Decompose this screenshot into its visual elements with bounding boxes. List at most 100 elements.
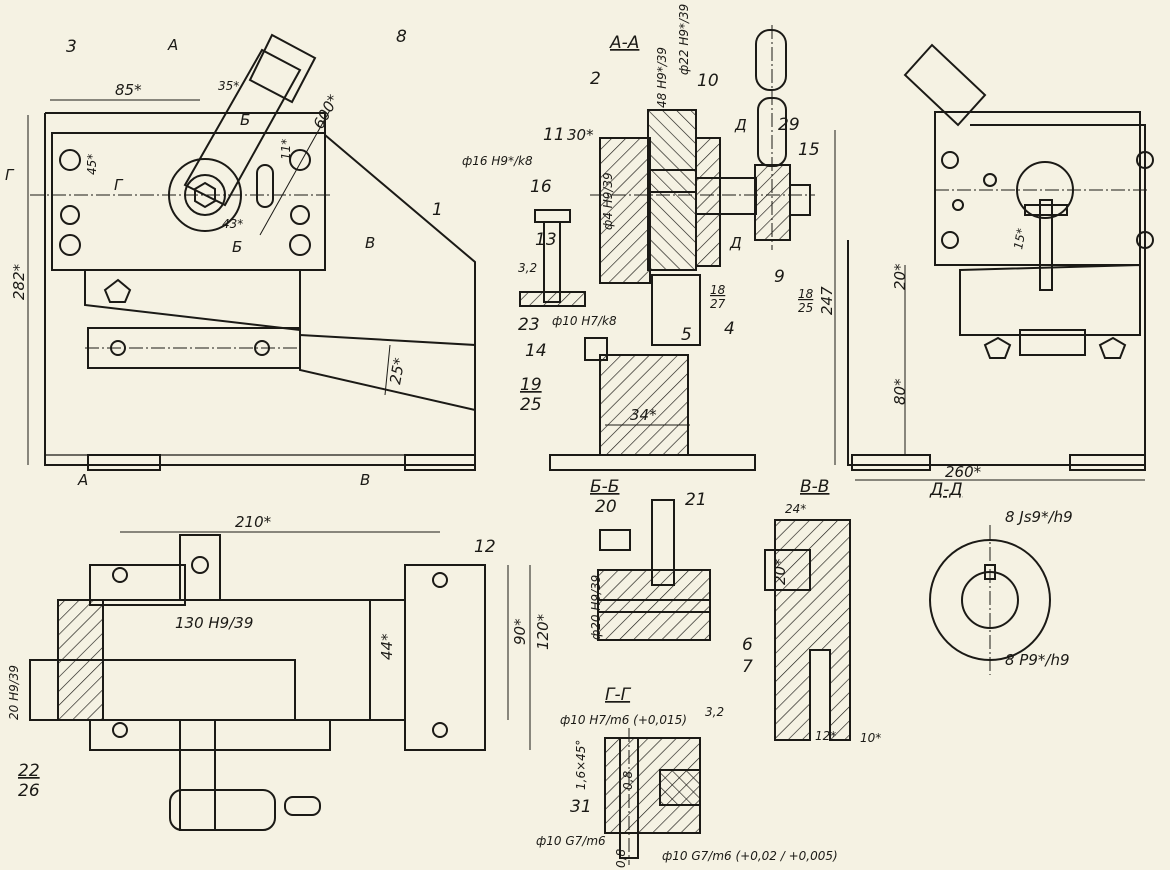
bolt-holes xyxy=(59,149,311,356)
title-d-d: Д-Д xyxy=(929,480,963,500)
part-label: 23 xyxy=(518,315,540,335)
dim-label: 8 Js9*/h9 xyxy=(1005,508,1073,526)
cut-mark: В xyxy=(360,471,370,489)
dim-label: 30* xyxy=(567,126,594,144)
dim-label: 44* xyxy=(378,633,396,660)
dim-label: ф4 H9/39 xyxy=(601,172,615,230)
part-label: 12 xyxy=(474,537,496,557)
part-label: 22 xyxy=(18,761,40,781)
part-numbers: 1 2 3 4 5 6 7 8 9 10 11 12 13 14 15 16 2… xyxy=(18,27,820,817)
base-plate xyxy=(549,454,756,471)
cut-mark: А xyxy=(167,36,178,54)
dim-label: 48 H9*/39 xyxy=(655,47,669,108)
top-view xyxy=(29,531,531,831)
part-label: 13 xyxy=(535,230,557,250)
section-d-d xyxy=(929,525,1051,675)
cut-markers: А А Б Б В В Г Г Д Д xyxy=(5,36,747,489)
dim-label: ф20 H9/39 xyxy=(589,575,603,640)
part-label: 4 xyxy=(724,319,735,339)
part-label: 26 xyxy=(18,781,40,801)
dim-label: 3,2 xyxy=(518,261,537,275)
dim-label: 24* xyxy=(785,502,806,516)
dim-label: 20 H9/39 xyxy=(7,665,21,720)
dim-label: ф10 G7/m6 xyxy=(536,834,606,848)
dim-label: ф16 H9*/k8 xyxy=(462,154,533,168)
part-label: 2 xyxy=(590,69,601,89)
dim-label: 130 H9/39 xyxy=(175,614,253,632)
dim-label: 20* xyxy=(891,263,909,290)
part-label: 14 xyxy=(525,341,547,361)
dim-label: 0,8 xyxy=(614,849,628,868)
cut-mark: Б xyxy=(240,111,250,129)
part-label: 3 xyxy=(66,37,77,57)
dim-label: 11* xyxy=(279,139,293,160)
dim-label: 1,6×45° xyxy=(574,740,588,790)
dim-label: 43* xyxy=(222,217,243,231)
part-label: 10 xyxy=(697,71,719,91)
part-label: 25 xyxy=(798,301,813,315)
part-label: 25 xyxy=(520,395,542,415)
part-label: 1 xyxy=(432,200,443,220)
cut-mark: Б xyxy=(232,238,242,256)
lower-blade xyxy=(299,333,476,412)
lever xyxy=(168,33,317,232)
dim-label: ф10 H7/m6 (+0,015) xyxy=(560,713,687,727)
lever-arm xyxy=(183,48,302,207)
dim-label: 35* xyxy=(218,79,239,93)
cut-mark: Г xyxy=(114,176,124,194)
title-b-b: Б-Б xyxy=(590,477,619,497)
base-foot-left xyxy=(87,454,161,471)
part-label: 20 xyxy=(595,497,617,517)
dim-label: 247 xyxy=(818,286,836,315)
cut-mark: Д xyxy=(729,234,742,252)
part-label: 5 xyxy=(681,325,692,345)
dim-label: 260* xyxy=(945,463,982,481)
dim-label: ф22 H9*/39 xyxy=(677,4,691,75)
part-label: 16 xyxy=(530,177,552,197)
dim-label: 15* xyxy=(1011,227,1028,250)
lever-handle xyxy=(248,33,317,104)
part-label: 29 xyxy=(778,115,800,135)
part-label: 18 xyxy=(710,283,726,297)
dim-label: 0,8 xyxy=(621,771,635,790)
dim-label: 600* xyxy=(310,91,343,132)
dim-label: 80* xyxy=(891,378,909,405)
part-label: 7 xyxy=(742,657,753,677)
section-b-b xyxy=(597,499,711,641)
dimension-lines xyxy=(27,99,391,465)
dim-label: 8 P9*/h9 xyxy=(1005,651,1070,669)
section-titles: А-А Б-Б В-В Г-Г Д-Д xyxy=(590,33,963,705)
handle-top xyxy=(755,29,787,91)
title-a-a: А-А xyxy=(609,33,639,53)
dim-label: 90* xyxy=(511,618,529,645)
part-label: 31 xyxy=(570,797,592,817)
part-label: 15 xyxy=(798,140,820,160)
front-view xyxy=(27,33,476,471)
dim-label: 34* xyxy=(630,406,657,424)
dim-label: 12* xyxy=(815,729,836,743)
dim-label: 85* xyxy=(115,81,142,99)
part-label: 18 xyxy=(798,287,814,301)
part-label: 6 xyxy=(742,635,753,655)
cut-mark: В xyxy=(365,234,375,252)
dimension-text: 85* 35* 600* 45* 11* 43* 282* 25* 30* ф1… xyxy=(7,4,1073,868)
side-view xyxy=(834,43,1154,481)
base-foot-right xyxy=(404,454,476,471)
part-label: 19 xyxy=(520,375,542,395)
cut-mark: А xyxy=(77,471,88,489)
section-v-v xyxy=(764,519,851,741)
part-label: 27 xyxy=(710,297,726,311)
dim-label: 282* xyxy=(10,263,28,300)
dim-label: 45* xyxy=(85,154,99,175)
part-label: 11 xyxy=(543,125,565,145)
title-v-v: В-В xyxy=(800,477,829,497)
cut-mark: Г xyxy=(5,166,15,184)
section-a-a xyxy=(519,25,815,471)
section-g-g xyxy=(604,728,701,865)
upper-blade xyxy=(84,269,301,332)
title-g-g: Г-Г xyxy=(605,685,632,705)
part-label: 9 xyxy=(774,267,785,287)
dim-label: ф10 H7/k8 xyxy=(552,314,617,328)
